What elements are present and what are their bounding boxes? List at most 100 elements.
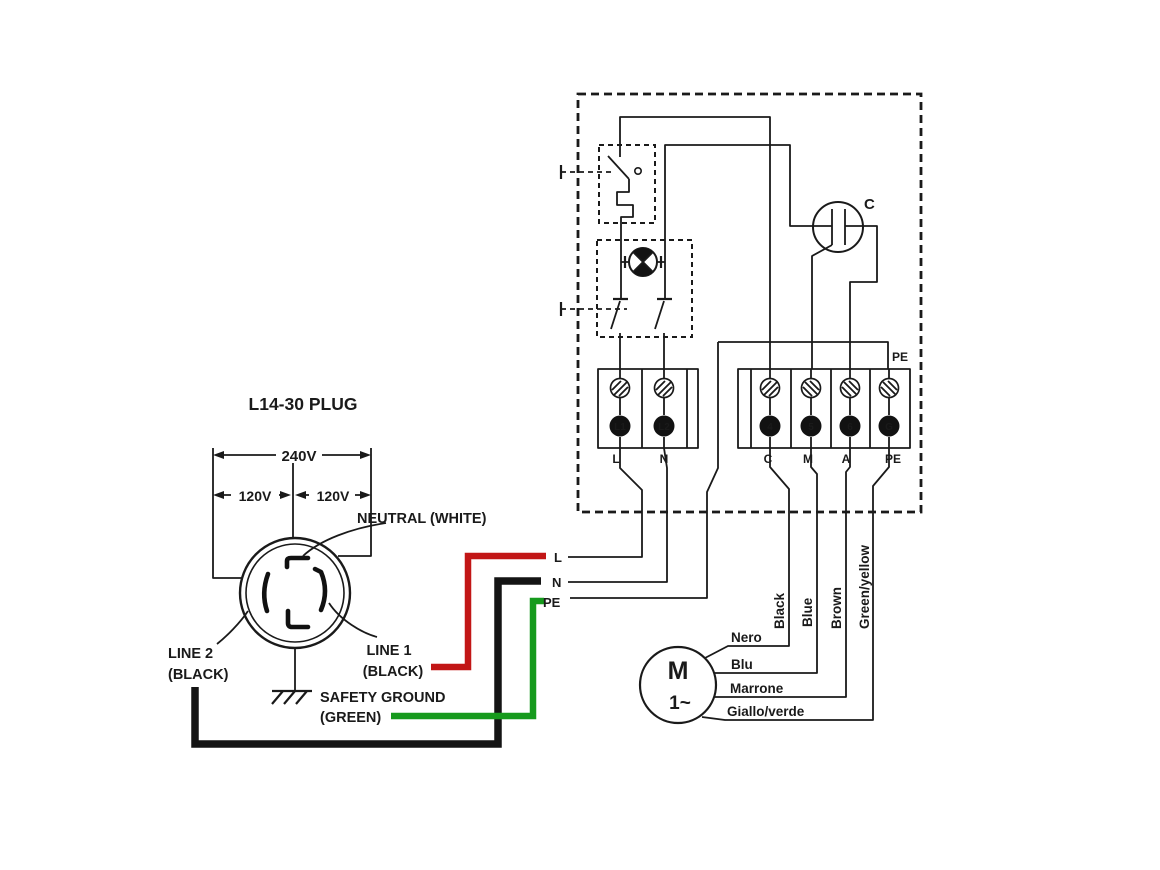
wire-color-label-brown: Brown bbox=[829, 587, 844, 629]
junction-n-label: N bbox=[552, 575, 561, 590]
terminal-block-right-frame bbox=[737, 368, 911, 449]
junction-l-to-terminal-line bbox=[568, 448, 643, 558]
line1-red-wire bbox=[431, 552, 546, 671]
motor-wire-brown-a bbox=[714, 448, 851, 698]
switch-pole1-blade bbox=[610, 300, 621, 330]
control-box: C PE L1 L L2 N bbox=[559, 92, 923, 514]
terminal-block-left-frame bbox=[597, 368, 699, 449]
voltage-120-left-label: 120V bbox=[239, 488, 272, 504]
switch-pole2-blade bbox=[654, 300, 665, 330]
terminal-4: 4 C bbox=[759, 369, 781, 466]
lamp-top-wedge bbox=[633, 247, 653, 262]
neutral-prong bbox=[284, 555, 311, 570]
plug-outer-ring bbox=[238, 536, 352, 650]
dim-right-extension-line bbox=[338, 448, 372, 557]
motor-wire-black-c bbox=[704, 448, 790, 659]
terminal-G-id: G bbox=[885, 422, 893, 433]
wire-label-giallo-verde: Giallo/verde bbox=[727, 704, 805, 719]
terminal-6-id: 6 bbox=[847, 422, 853, 433]
motor-circle-icon bbox=[638, 645, 718, 725]
terminal-6-dot bbox=[839, 415, 861, 437]
wire-label-blu: Blu bbox=[731, 657, 753, 672]
terminal-5: 5 M bbox=[800, 369, 822, 466]
arrowhead-240-left bbox=[213, 451, 224, 459]
terminal-4-dot bbox=[759, 415, 781, 437]
terminal-L1-function-label: L bbox=[612, 452, 619, 466]
control-box-outline bbox=[576, 92, 923, 514]
motor-wire-greenyellow-pe bbox=[701, 448, 890, 721]
junction-pe-label: PE bbox=[543, 595, 561, 610]
line2-prong bbox=[261, 571, 271, 614]
terminal-L2: L2 N bbox=[653, 369, 675, 466]
plug-assembly: L14-30 PLUG 240V 120V 120V NEUTRAL (WHIT… bbox=[168, 394, 546, 748]
cord-junctions: L N PE bbox=[543, 342, 719, 610]
wire-color-label-black: Black bbox=[772, 592, 787, 629]
arrowhead-120r-left bbox=[295, 491, 306, 499]
terminal-L2-id: L2 bbox=[658, 422, 670, 433]
terminal-G-dot bbox=[878, 415, 900, 437]
voltage-240-label: 240V bbox=[281, 448, 316, 465]
wire-label-nero: Nero bbox=[731, 630, 762, 645]
terminal-L2-function-label: N bbox=[660, 452, 669, 466]
ground-green-wire bbox=[391, 597, 544, 720]
screw-hatch bbox=[841, 380, 859, 397]
line1-leader-line bbox=[328, 602, 378, 638]
wire-color-label-greenyellow: Green/yellow bbox=[857, 544, 872, 629]
motor-phase-label: 1~ bbox=[669, 693, 691, 714]
motor-symbol: M bbox=[668, 657, 689, 685]
neutral-label: NEUTRAL (WHITE) bbox=[357, 511, 487, 527]
lamp-terminal-ticks bbox=[623, 256, 663, 268]
arrowhead-120l-left bbox=[213, 491, 224, 499]
wire-capacitor-to-terminal5 bbox=[811, 244, 833, 369]
lamp-cross-lines bbox=[632, 251, 654, 273]
line2-black-wire bbox=[191, 577, 541, 748]
screw-hatch bbox=[880, 380, 898, 397]
wire-capacitor-to-terminal6 bbox=[845, 225, 878, 369]
terminal-block-left: L1 L L2 N bbox=[597, 368, 699, 466]
screw-hatch bbox=[611, 380, 629, 397]
line2-leader-line bbox=[216, 610, 249, 645]
dim-left-extension-line bbox=[212, 448, 243, 579]
plug-title: L14-30 PLUG bbox=[249, 394, 358, 414]
motor-assembly: Black Blue Brown Green/yellow Nero Blu M… bbox=[638, 448, 890, 725]
capacitor-icon bbox=[812, 201, 864, 253]
wire-pole2-to-capacitor bbox=[664, 144, 832, 298]
pe-bus-line bbox=[718, 341, 889, 369]
wire-label-marrone: Marrone bbox=[730, 681, 784, 696]
terminal-4-id: 4 bbox=[767, 422, 773, 433]
terminal-block-right-dividers bbox=[750, 369, 871, 448]
line1-color-label: (BLACK) bbox=[363, 664, 424, 680]
thermal-contact-icon bbox=[633, 167, 642, 176]
terminal-5-dot bbox=[800, 415, 822, 437]
wire-color-label-blue: Blue bbox=[800, 597, 815, 627]
arrowhead-240-right bbox=[360, 451, 371, 459]
safety-ground-color-label: (GREEN) bbox=[320, 710, 381, 726]
plug-inner-ring bbox=[245, 543, 345, 643]
thermal-switch-box bbox=[598, 144, 656, 224]
voltage-120-right-label: 120V bbox=[317, 488, 350, 504]
terminal-L2-dot bbox=[653, 415, 675, 437]
terminal-5-id: 5 bbox=[808, 422, 814, 433]
junction-l-label: L bbox=[554, 550, 562, 565]
terminal-5-function-label: M bbox=[803, 452, 813, 466]
line1-prong bbox=[312, 566, 328, 613]
arrowhead-120r-right bbox=[360, 491, 371, 499]
screw-hatch bbox=[655, 380, 673, 397]
screw-hatch bbox=[802, 380, 820, 397]
ground-prong bbox=[285, 608, 311, 630]
terminal-L1-id: L1 bbox=[614, 422, 626, 433]
terminal-G-function-label: PE bbox=[885, 452, 901, 466]
capacitor-label: C bbox=[864, 196, 875, 213]
motor-wire-blue-m bbox=[714, 448, 818, 674]
thermal-switch-blade bbox=[607, 155, 630, 180]
terminal-block-right: 4 C 5 M 6 A bbox=[737, 368, 911, 466]
pe-bus-label: PE bbox=[892, 350, 908, 364]
junction-pe-to-bus-line bbox=[570, 342, 719, 599]
terminal-6: 6 A bbox=[839, 369, 861, 466]
wire-thermal-to-terminal4 bbox=[619, 116, 771, 369]
lamp-bottom-wedge bbox=[633, 262, 653, 277]
neutral-leader-line bbox=[302, 522, 387, 557]
arrowhead-120l-right bbox=[280, 491, 291, 499]
